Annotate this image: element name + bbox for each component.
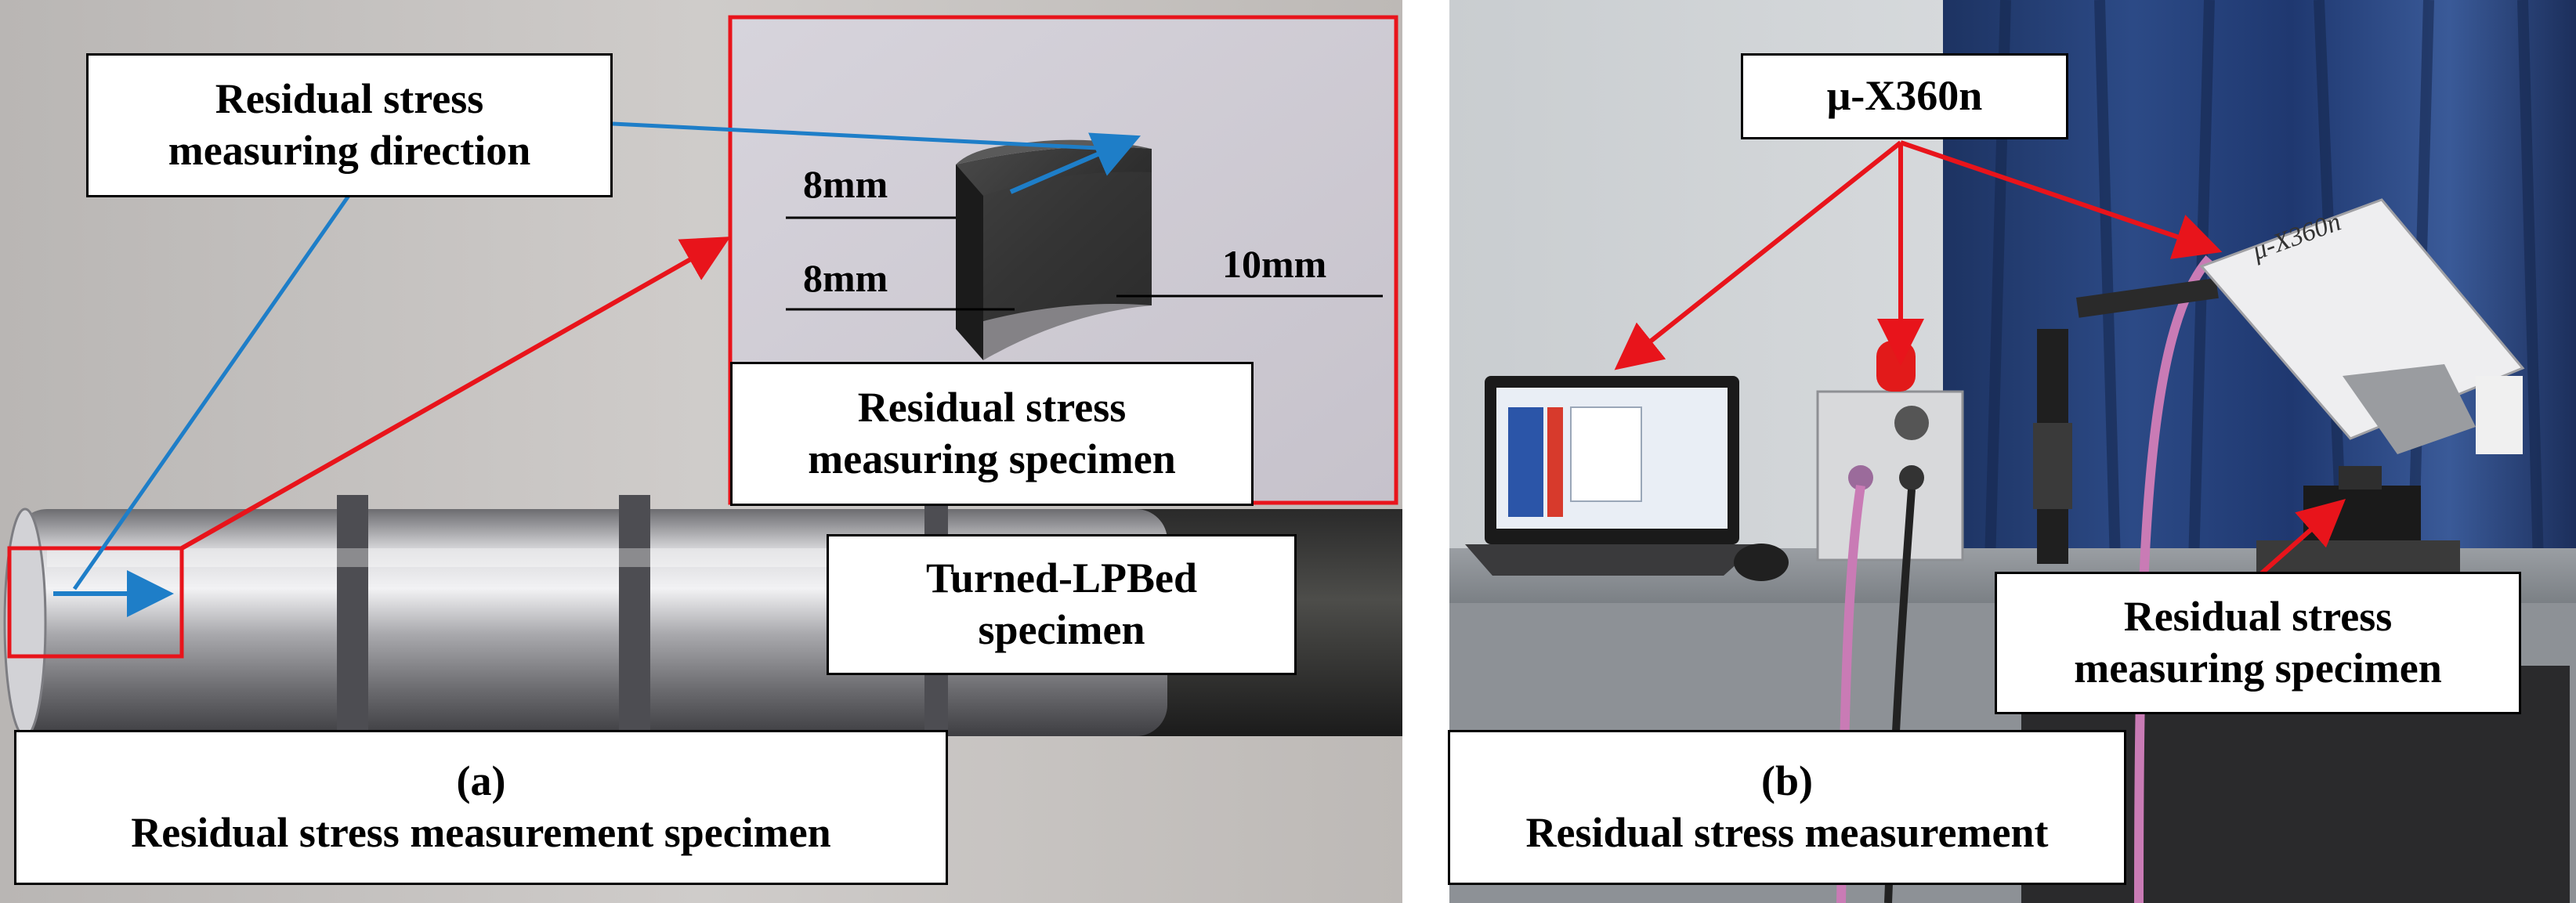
dimension-lines xyxy=(786,216,1383,311)
controller-box xyxy=(1816,341,1964,562)
direction-label-line2: measuring direction xyxy=(168,127,531,174)
xray-device xyxy=(2199,198,2525,454)
direction-leader-shaft xyxy=(72,194,351,591)
dimension-top: 8mm xyxy=(803,162,888,206)
turned-specimen-label-line1: Turned-LPBed xyxy=(925,554,1198,602)
device-label: μ-X360n xyxy=(1741,53,2068,139)
inset-specimen-label-line2: measuring specimen xyxy=(808,435,1176,482)
measure-location-box xyxy=(7,546,184,659)
stage-specimen-label-line2: measuring specimen xyxy=(2074,645,2442,692)
stage-specimen-label-line1: Residual stress xyxy=(2123,593,2393,641)
panel-a-caption-letter: (a) xyxy=(456,757,506,805)
panel-b-caption: (b) Residual stress measurement xyxy=(1448,730,2126,885)
panel-a-caption: (a) Residual stress measurement specimen xyxy=(14,730,948,885)
dimension-right: 10mm xyxy=(1222,242,1327,286)
inset-specimen-label-line1: Residual stress xyxy=(857,384,1127,432)
panel-b-caption-text: Residual stress measurement xyxy=(1525,809,2049,856)
direction-label: Residual stress measuring direction xyxy=(86,53,613,197)
inset-pointer-arrow xyxy=(180,237,731,551)
panel-a-caption-text: Residual stress measurement specimen xyxy=(131,809,831,856)
direction-leader-specimen xyxy=(612,121,1113,151)
panel-b-caption-letter: (b) xyxy=(1761,757,1813,805)
device-pointer-arrows xyxy=(1614,140,2223,370)
laptop xyxy=(1465,376,1759,576)
dimension-mid: 8mm xyxy=(803,256,888,300)
turned-specimen-label: Turned-LPBed specimen xyxy=(827,534,1297,675)
turned-specimen-label-line2: specimen xyxy=(978,606,1145,653)
direction-label-line1: Residual stress xyxy=(215,75,484,123)
inset-specimen-label: Residual stress measuring specimen xyxy=(730,362,1254,506)
stage-specimen-label: Residual stress measuring specimen xyxy=(1995,572,2521,714)
